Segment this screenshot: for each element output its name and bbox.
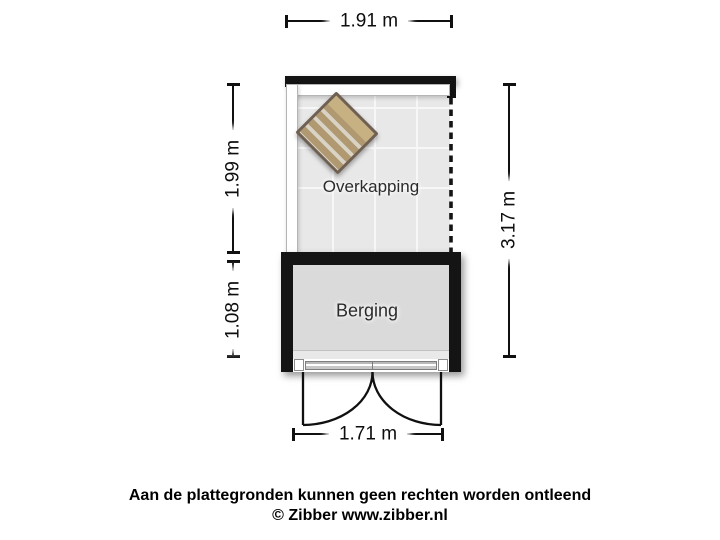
dimension-label-bottom: 1.71 m — [328, 420, 408, 448]
wall-cap-right — [447, 76, 456, 98]
dimension-tick — [450, 15, 453, 28]
dimension-label-right: 3.17 m — [495, 180, 523, 260]
door-jamb-right — [438, 359, 448, 371]
room-label-overkapping: Overkapping — [322, 177, 420, 196]
room-berging — [281, 252, 461, 372]
dimension-tick — [285, 15, 288, 28]
dimension-tick — [227, 355, 240, 358]
door-arc-left — [302, 371, 374, 427]
footer-copyright: © Zibber www.zibber.nl — [272, 507, 448, 524]
footer-disclaimer: Aan de plattegronden kunnen geen rechten… — [128, 487, 592, 504]
berging-floor — [293, 265, 449, 359]
dimension-tick — [292, 428, 295, 441]
dimension-label-top: 1.91 m — [329, 7, 409, 35]
door-panel-divider — [372, 362, 373, 369]
dimension-label-left-upper: 1.99 m — [219, 129, 247, 209]
dimension-tick — [441, 428, 444, 441]
double-door-swing — [301, 371, 443, 427]
berging-threshold-strip — [293, 350, 449, 359]
double-door-closed-panels — [305, 361, 437, 370]
open-side-band-top — [290, 84, 450, 96]
wall-cap-left — [285, 76, 291, 87]
dimension-tick — [227, 83, 240, 86]
room-label-berging: Berging — [335, 300, 399, 321]
dimension-label-left-lower: 1.08 m — [219, 270, 247, 350]
dimension-tick — [227, 260, 240, 263]
door-jamb-left — [294, 359, 304, 371]
dimension-tick — [227, 251, 240, 254]
door-arc-right — [371, 371, 442, 427]
open-side-band-left — [286, 84, 298, 256]
dimension-tick — [503, 83, 516, 86]
wall-top — [285, 76, 456, 84]
door-opening — [293, 359, 449, 372]
dimension-tick — [503, 355, 516, 358]
